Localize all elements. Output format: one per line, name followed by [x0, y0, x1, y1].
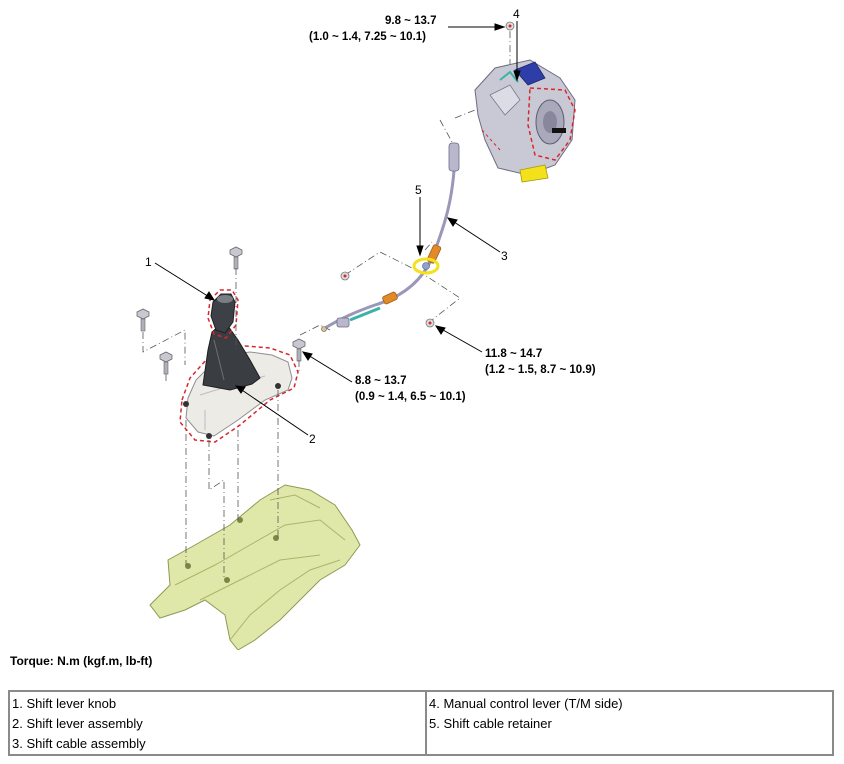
- transaxle: [474, 59, 576, 183]
- torque-lever-alt: (0.9 ~ 1.4, 6.5 ~ 10.1): [355, 391, 466, 403]
- legend-item-1: 1. Shift lever knob: [12, 696, 117, 711]
- leader-lines: [154, 21, 521, 436]
- floor-panel: [149, 484, 361, 650]
- torque-4-alt: (1.0 ~ 1.4, 7.25 ~ 10.1): [309, 31, 426, 43]
- legend-item-4: 4. Manual control lever (T/M side): [429, 696, 623, 711]
- bolt: [292, 338, 306, 362]
- callout-3: 3: [501, 249, 508, 263]
- assembly-guide-lines: [142, 30, 511, 580]
- nut: [425, 318, 435, 328]
- legend-item-3: 3. Shift cable assembly: [12, 736, 146, 751]
- exploded-diagram: 1 2 3 4 5 9.8 ~ 13.7 (1.0 ~ 1.4, 7.25 ~ …: [136, 7, 596, 650]
- legend-column-right: 4. Manual control lever (T/M side) 5. Sh…: [427, 692, 832, 754]
- legend-item-2: 2. Shift lever assembly: [12, 716, 143, 731]
- parts-legend-table: 1. Shift lever knob 2. Shift lever assem…: [8, 690, 834, 756]
- nut: [340, 271, 350, 281]
- callout-5: 5: [415, 183, 422, 197]
- torque-lever-nm: 8.8 ~ 13.7: [355, 375, 406, 387]
- callout-4: 4: [513, 7, 520, 21]
- torque-cable-nm: 11.8 ~ 14.7: [485, 348, 542, 360]
- callout-1: 1: [145, 255, 152, 269]
- shift-cable-retainer: [412, 257, 440, 275]
- shift-lever-assembly: [179, 289, 299, 443]
- torque-units-note: Torque: N.m (kgf.m, lb-ft): [10, 654, 153, 668]
- lever-bolts: [136, 246, 306, 375]
- legend-column-left: 1. Shift lever knob 2. Shift lever assem…: [10, 692, 427, 754]
- shift-cable-assembly: [321, 142, 460, 332]
- nut: [505, 21, 515, 31]
- cable-nuts: [340, 21, 515, 328]
- torque-4-nm: 9.8 ~ 13.7: [385, 15, 436, 27]
- bolt: [229, 246, 243, 270]
- bolt: [159, 351, 173, 375]
- callout-2: 2: [309, 432, 316, 446]
- torque-cable-alt: (1.2 ~ 1.5, 8.7 ~ 10.9): [485, 364, 596, 376]
- legend-item-5: 5. Shift cable retainer: [429, 716, 552, 731]
- bolt: [136, 308, 150, 332]
